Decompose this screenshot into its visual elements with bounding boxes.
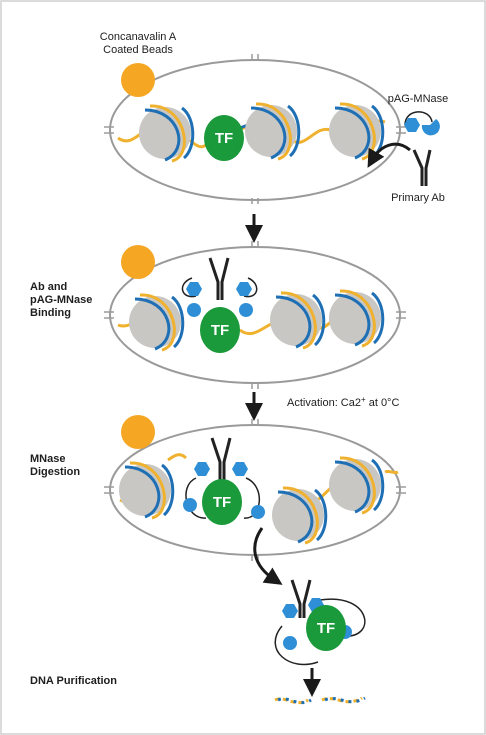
step2-label-1: Ab and xyxy=(30,281,67,293)
step1-cell xyxy=(104,54,406,204)
nucleosome xyxy=(119,461,175,520)
pag-mnase-label: pAG-MNase xyxy=(388,93,449,105)
antibody-complex xyxy=(181,257,258,317)
step2-cell xyxy=(104,241,406,389)
concanavalin-bead xyxy=(121,415,155,449)
beads-label-1: Concanavalin A xyxy=(100,31,177,43)
release-arrow xyxy=(253,527,283,585)
antibody-complex xyxy=(183,437,265,519)
step2-label-3: Binding xyxy=(30,307,71,319)
purified-dna xyxy=(274,696,366,705)
nucleosome xyxy=(329,456,385,515)
transcription-factor: TF xyxy=(204,115,244,161)
primary-ab-label: Primary Ab xyxy=(391,192,445,204)
step3-label-1: MNase xyxy=(30,453,65,465)
released-complex: TF xyxy=(274,579,366,666)
concanavalin-bead xyxy=(121,63,155,97)
primary-antibody-icon xyxy=(412,149,432,186)
pag-mnase-icon xyxy=(404,111,440,136)
transcription-factor: TF xyxy=(200,307,240,353)
nucleosome xyxy=(245,102,301,161)
step4-label: DNA Purification xyxy=(30,675,117,687)
concanavalin-bead xyxy=(121,245,155,279)
activation-label: Activation: Ca2+ at 0°C xyxy=(287,395,399,409)
svg-text:TF: TF xyxy=(211,322,229,339)
nucleosome xyxy=(329,102,385,161)
nucleosome xyxy=(139,104,195,163)
svg-text:TF: TF xyxy=(215,130,233,147)
transcription-factor: TF xyxy=(202,479,242,525)
nucleosome xyxy=(272,486,328,545)
step3-label-2: Digestion xyxy=(30,466,80,478)
nucleosome xyxy=(129,293,185,352)
beads-label-2: Coated Beads xyxy=(103,44,173,56)
svg-text:TF: TF xyxy=(317,620,335,637)
nucleosome xyxy=(329,289,385,348)
step2-label-2: pAG-MNase xyxy=(30,294,92,306)
binding-arrow xyxy=(367,142,411,168)
nucleosome xyxy=(270,291,326,350)
svg-text:TF: TF xyxy=(213,494,231,511)
